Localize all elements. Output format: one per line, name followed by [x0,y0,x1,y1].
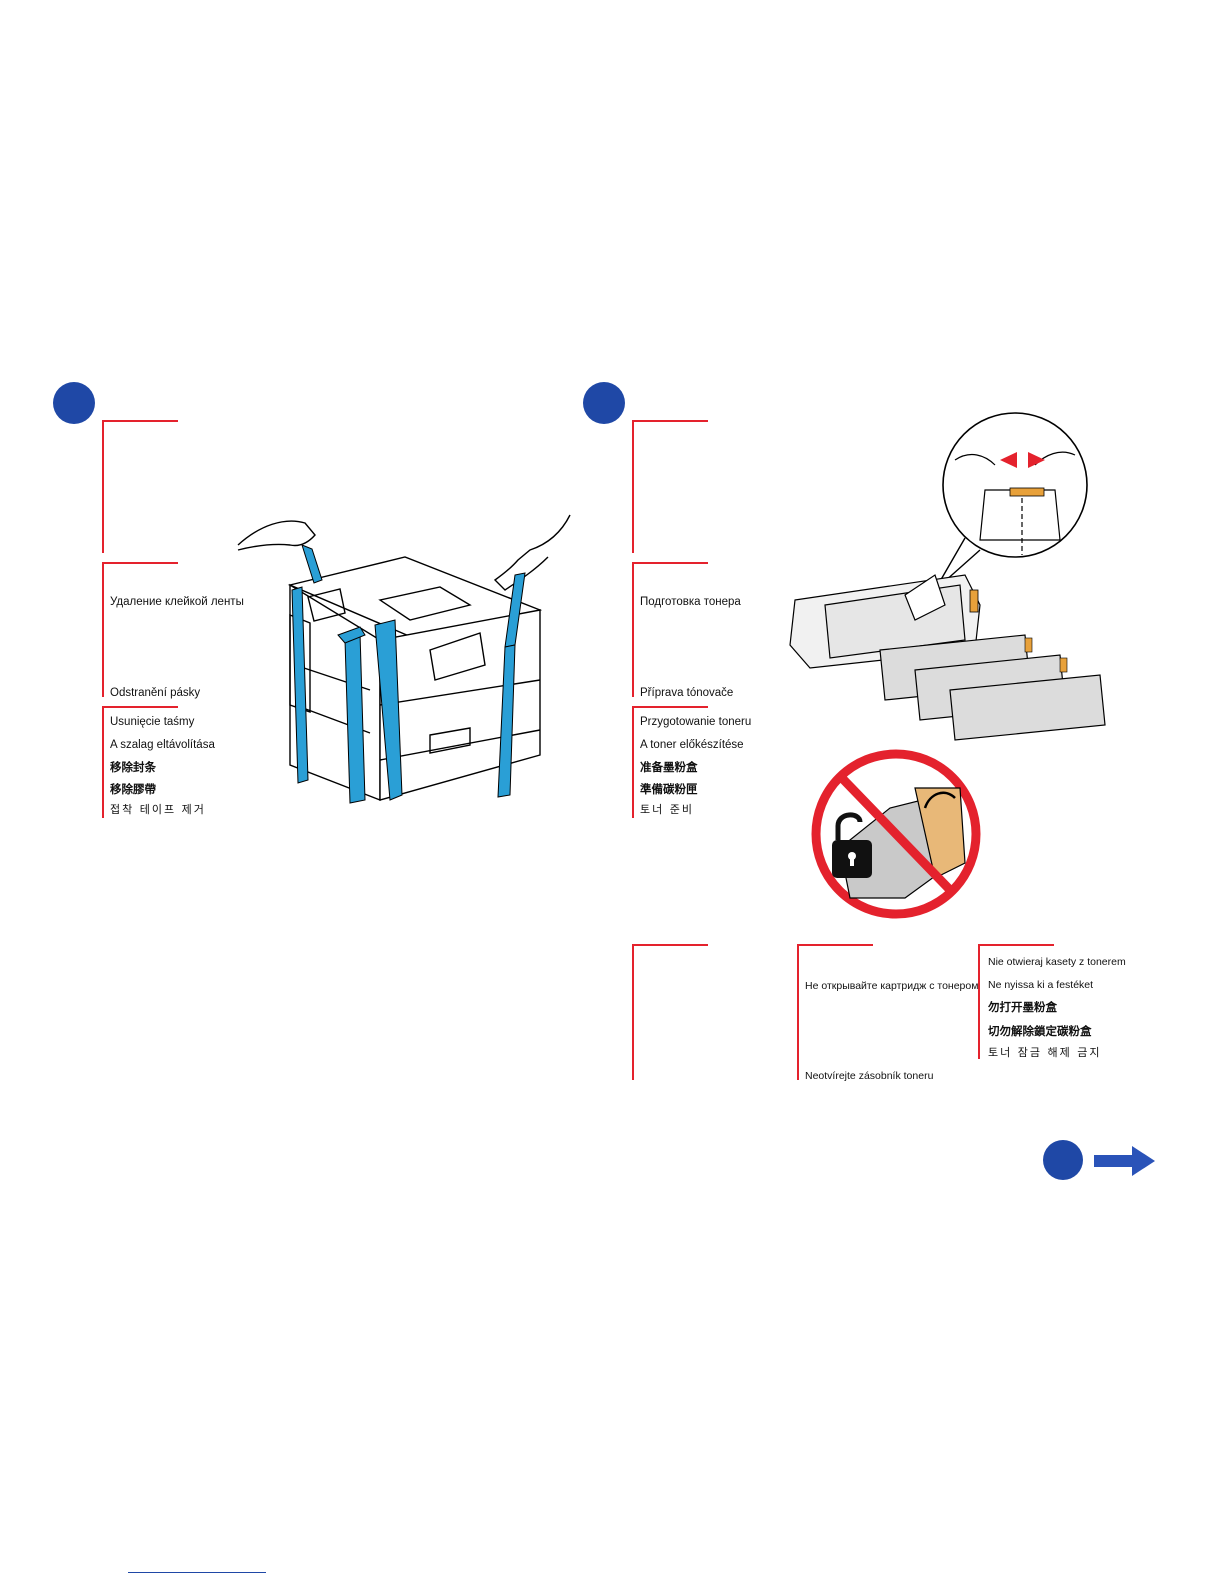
text-right-ko: 토너 준비 [640,803,694,816]
text-right-hu: A toner előkészítése [640,739,744,751]
rule-warn-3-h [978,944,1054,946]
text-left-zh-tw: 移除膠帶 [110,782,156,796]
rule-warn-2-h [797,944,873,946]
rule-right-3-v [632,706,634,818]
rule-left-1-h [102,420,178,422]
rule-right-2-h [632,562,708,564]
rule-left-3-v [102,706,104,818]
warn-text-zh-tw: 切勿解除鎖定碳粉盒 [988,1024,1092,1038]
rule-warn-1-v [632,944,634,1080]
warn-text-hu: Ne nyissa ki a festéket [988,979,1094,991]
rule-warn-1-h [632,944,708,946]
text-left-zh-cn: 移除封条 [110,760,156,774]
text-left-cs: Odstranění pásky [110,687,201,699]
footer-rule [128,1572,266,1573]
rule-right-1-v [632,420,634,553]
text-right-ru: Подготовка тонера [640,596,741,608]
text-left-ru: Удаление клейкой ленты [110,596,244,608]
rule-left-2-h [102,562,178,564]
rule-warn-3-v [978,944,980,1059]
text-right-cs: Příprava tónovače [640,687,734,699]
text-right-zh-cn: 准备墨粉盒 [640,760,698,774]
rule-right-3-h [632,706,708,708]
rule-right-1-h [632,420,708,422]
warn-text-ko: 토너 잠금 해제 금지 [988,1046,1102,1059]
rule-left-2-v [102,562,104,697]
step-circle-right [583,382,625,424]
warn-text-ru: Не открывайте картридж с тонером [805,980,979,992]
text-left-hu: A szalag eltávolítása [110,739,215,751]
text-right-zh-tw: 準備碳粉匣 [640,782,698,796]
next-step-circle[interactable] [1043,1140,1083,1180]
text-right-pl: Przygotowanie toneru [640,716,752,728]
text-left-pl: Usunięcie taśmy [110,716,195,728]
warn-text-zh-cn: 勿打开墨粉盒 [988,1000,1057,1014]
no-unlock-symbol [811,749,981,919]
text-left-ko: 접착 테이프 제거 [110,803,206,816]
rule-left-3-h [102,706,178,708]
step-circle-left [53,382,95,424]
rule-right-2-v [632,562,634,697]
rule-left-1-v [102,420,104,553]
next-arrow-icon[interactable] [1094,1145,1156,1177]
warn-text-cs: Neotvírejte zásobník toneru [805,1070,934,1082]
rule-warn-2-v [797,944,799,1080]
printer-illustration [237,514,571,804]
warn-text-pl: Nie otwieraj kasety z tonerem [988,956,1126,968]
toner-cartridges-illustration [789,412,1106,741]
